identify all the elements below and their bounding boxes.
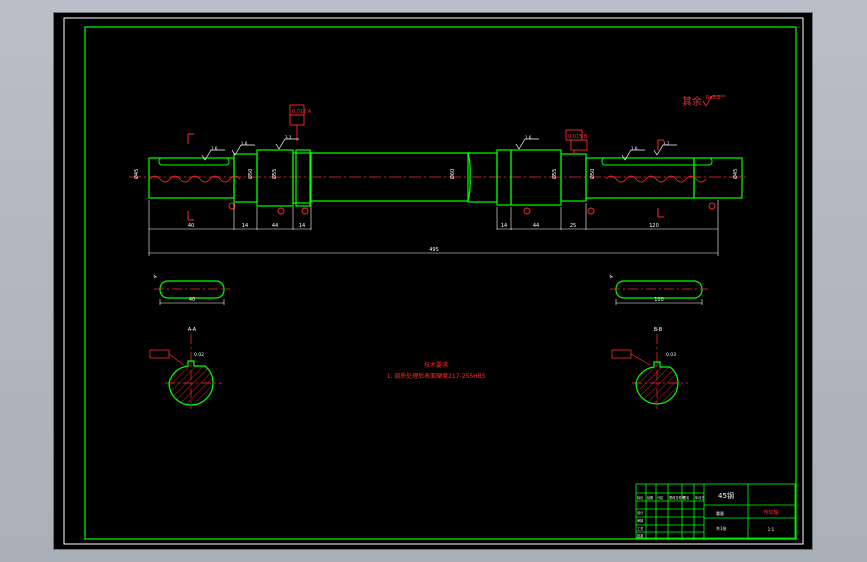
dim-seg4b: 14 bbox=[501, 223, 507, 229]
keyway-left bbox=[158, 157, 230, 166]
section-left-leader bbox=[168, 353, 185, 366]
roughness-label-3: 3.2 bbox=[285, 135, 292, 140]
dim-seg3: 44 bbox=[272, 223, 278, 229]
section-right-leader bbox=[630, 353, 651, 366]
title-sheet: 共1张 bbox=[716, 525, 727, 531]
dim-seg6: 25 bbox=[570, 223, 576, 229]
title-row-5: 签名 bbox=[683, 495, 689, 500]
section-label-left: A-A bbox=[188, 327, 197, 333]
dim-seg7: 120 bbox=[649, 223, 659, 229]
shaft-outline bbox=[148, 149, 743, 207]
dia-label-5: Ø55 bbox=[551, 169, 558, 179]
key-right-length: 100 bbox=[654, 297, 664, 303]
key-view-left bbox=[159, 280, 225, 299]
break-line-right bbox=[605, 175, 707, 183]
section-left-tol: 0.02 bbox=[194, 352, 204, 358]
tolerance-frames bbox=[289, 104, 588, 153]
section-right-tol-frame bbox=[611, 349, 632, 359]
section-right-shape bbox=[635, 361, 679, 405]
title-row-2: 处数 bbox=[647, 495, 654, 500]
title-row-4: 更改文件号 bbox=[669, 495, 685, 500]
datum-markers bbox=[228, 202, 716, 215]
cad-viewport[interactable]: 其余 Ra3.2 bbox=[54, 13, 812, 549]
tech-req-item: 1. 调质处理后表面硬度217-255HBS bbox=[386, 372, 485, 380]
diameter-labels: Ø45 Ø50 Ø55 Ø60 Ø55 Ø50 Ø45 bbox=[133, 169, 739, 179]
title-block bbox=[635, 483, 796, 539]
section-cut-markers bbox=[187, 133, 664, 221]
roughness-symbol-icon bbox=[702, 95, 726, 107]
roughness-label-2: 1.6 bbox=[241, 141, 248, 146]
dim-seg2: 14 bbox=[242, 223, 248, 229]
title-row-3: 分区 bbox=[657, 495, 664, 500]
title-role-2: 审核 bbox=[637, 518, 644, 523]
dia-label-7: Ø45 bbox=[732, 169, 739, 179]
title-material: 45钢 bbox=[718, 491, 734, 500]
title-role-4: 批准 bbox=[637, 533, 644, 538]
tolerance-box-1: 0.012 A bbox=[292, 109, 312, 115]
title-scale: 1:1 bbox=[768, 527, 775, 532]
dia-label-6: Ø50 bbox=[589, 169, 596, 179]
drawing-canvas: 其余 Ra3.2 bbox=[63, 17, 804, 545]
dim-overall: 495 bbox=[429, 247, 439, 253]
dim-seg4: 14 bbox=[299, 223, 305, 229]
tolerance-box-2: 0.015 B bbox=[568, 134, 588, 140]
roughness-label-1: 1.6 bbox=[211, 146, 218, 151]
drawing-frame bbox=[84, 26, 797, 540]
title-role-1: 设计 bbox=[637, 510, 644, 515]
roughness-label-6: 3.2 bbox=[663, 141, 670, 146]
roughness-label-5: 1.6 bbox=[631, 146, 638, 151]
dia-label-2: Ø50 bbox=[247, 169, 254, 179]
roughness-ticks bbox=[201, 138, 677, 161]
sheet-border bbox=[63, 17, 804, 545]
dia-label-4: Ø60 bbox=[449, 169, 456, 179]
surface-note: 其余 bbox=[682, 95, 702, 108]
key-left-depth: 4 bbox=[152, 274, 158, 280]
dim-seg5: 44 bbox=[533, 223, 539, 229]
break-line-left bbox=[149, 175, 241, 183]
tech-req-title: 技术要求 bbox=[424, 361, 448, 369]
roughness-label-4: 1.6 bbox=[525, 135, 532, 140]
dimension-lines bbox=[148, 200, 719, 256]
title-weight: 重量 bbox=[716, 510, 724, 516]
key-right-depth: 4 bbox=[608, 274, 614, 280]
dia-label-3: Ø55 bbox=[271, 169, 278, 179]
dia-label-1: Ø45 bbox=[133, 169, 140, 179]
title-drawing-name: 传动轴 bbox=[763, 509, 778, 516]
section-label-right: B-B bbox=[654, 327, 663, 333]
title-role-3: 工艺 bbox=[637, 526, 643, 531]
section-left-shape bbox=[168, 360, 214, 406]
title-row-6: 年月日 bbox=[695, 495, 705, 500]
key-left-length: 40 bbox=[189, 297, 195, 303]
surface-symbol: Ra3.2 bbox=[706, 95, 720, 101]
section-right-tol: 0.03 bbox=[666, 352, 676, 358]
section-left-tol-frame bbox=[149, 349, 170, 359]
dim-seg1: 40 bbox=[188, 223, 194, 229]
title-row-1: 标记 bbox=[637, 495, 644, 500]
key-view-right bbox=[615, 280, 703, 299]
keyway-right bbox=[601, 157, 713, 166]
